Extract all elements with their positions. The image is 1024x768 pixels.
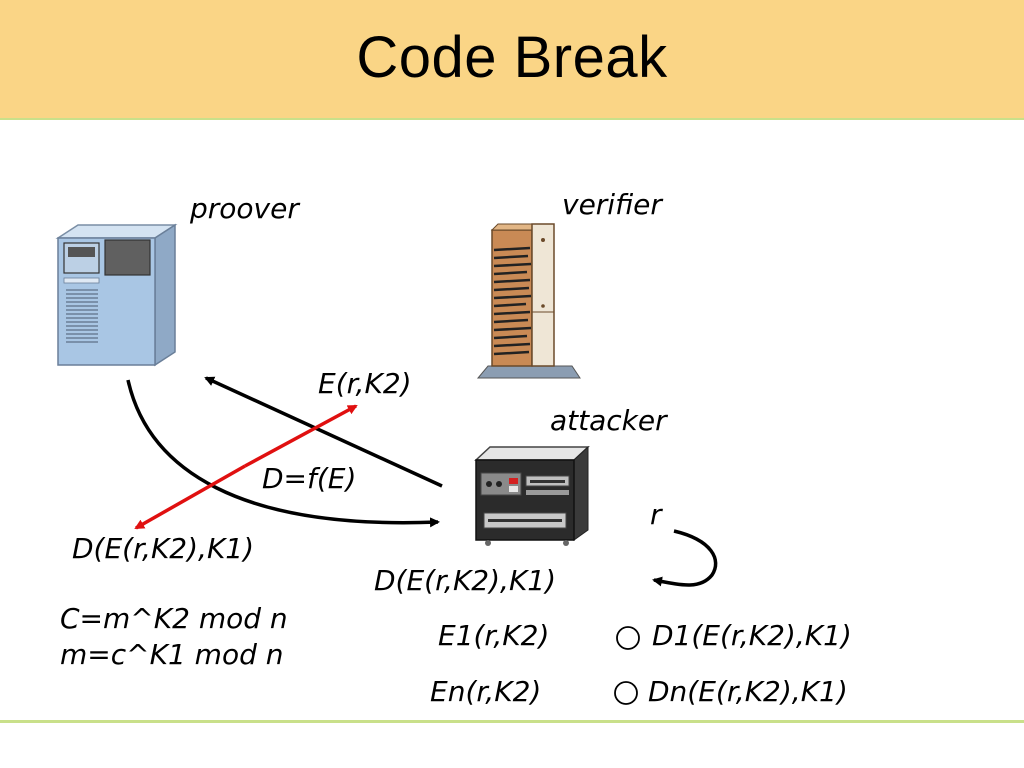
title-bar: Code Break <box>0 0 1024 120</box>
r-loop-arrow <box>652 529 718 587</box>
verifier-server-icon <box>476 223 581 379</box>
round-1-dec: D1(E(r,K2),K1) <box>652 619 852 652</box>
r-label: r <box>650 498 663 531</box>
footer-divider <box>0 720 1024 723</box>
attacker-to-proover-arrow <box>204 376 443 488</box>
red-arrow-up <box>244 404 358 468</box>
round-1-enc: E1(r,K2) <box>438 619 549 652</box>
proover-computer-icon <box>55 223 178 367</box>
proover-to-attacker-arrow <box>126 379 440 528</box>
d-e-right-label: D(E(r,K2),K1) <box>374 564 556 597</box>
attacker-machine-icon <box>474 445 590 546</box>
round-n-enc: En(r,K2) <box>430 675 541 708</box>
attacker-label: attacker <box>550 404 668 437</box>
e-r-k2-label: E(r,K2) <box>318 367 412 400</box>
round-n-dec: Dn(E(r,K2),K1) <box>648 675 848 708</box>
proover-label: proover <box>189 192 300 225</box>
red-arrow-down <box>134 464 246 530</box>
formula-line-1: C=m^K2 mod n <box>60 602 288 635</box>
formula-line-2: m=c^K1 mod n <box>60 638 284 671</box>
compose-icon <box>614 681 638 705</box>
code-break-diagram: proover verifier <box>55 188 852 708</box>
d-e-left-label: D(E(r,K2),K1) <box>72 532 254 565</box>
d-f-e-label: D=f(E) <box>262 462 356 495</box>
compose-icon <box>616 626 640 650</box>
slide-title: Code Break <box>356 25 668 90</box>
verifier-label: verifier <box>562 188 663 221</box>
